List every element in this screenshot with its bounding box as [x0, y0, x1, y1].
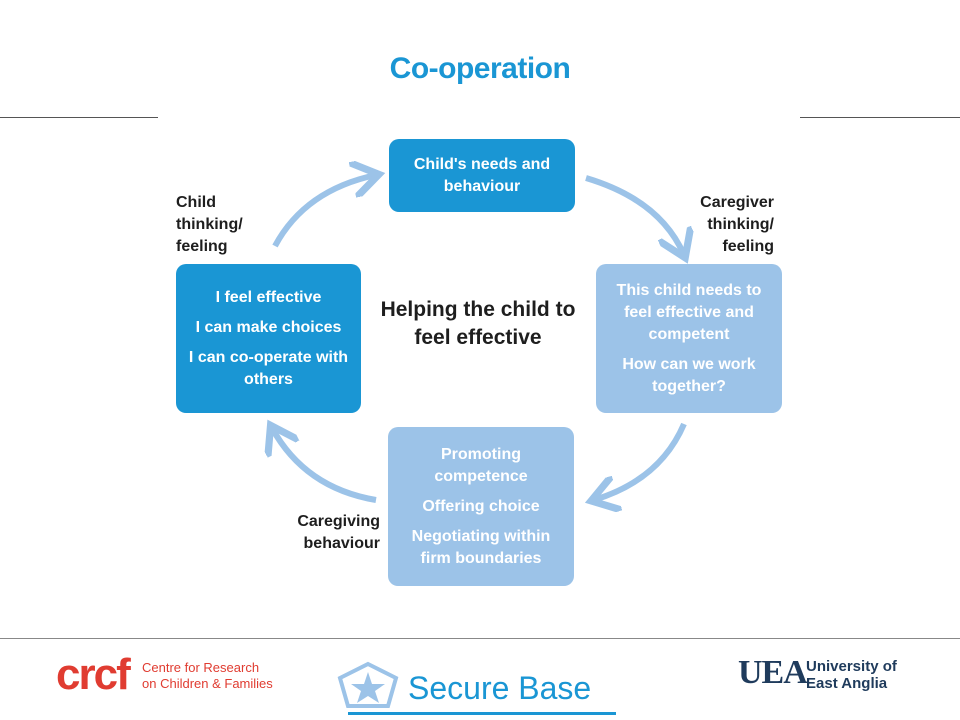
box-top-line-1: Child's needs and behaviour: [413, 155, 551, 195]
box-left-line-2: I can make choices: [195, 318, 342, 336]
arrow-bottom-to-left: [272, 428, 377, 503]
box-child-feelings: I feel effective I can make choices I ca…: [176, 264, 361, 413]
arrow-right-to-bottom: [594, 422, 687, 500]
label-caregiving-behaviour: Caregiving behaviour: [297, 513, 380, 552]
center-caption: Helping the child to feel effective: [380, 298, 576, 349]
secure-base-logo-text: Secure Base: [408, 670, 592, 706]
box-bottom-line-2: Offering choice: [422, 497, 540, 515]
box-caregiver-thinking: This child needs to feel effective and c…: [596, 264, 782, 413]
uea-logo: UEA: [738, 654, 808, 691]
secure-base-star-icon: [337, 661, 399, 708]
arrow-top-to-right: [585, 175, 684, 255]
box-childs-needs: Child's needs and behaviour: [389, 139, 575, 212]
crcf-logo: crcf: [56, 650, 131, 699]
header-rule-left: [0, 117, 158, 118]
box-left-line-1: I feel effective: [215, 288, 322, 306]
box-right-line-2: How can we work together?: [622, 355, 756, 395]
label-caregiver-thinking: Caregiver thinking/ feeling: [700, 194, 774, 255]
secure-base-underline: [348, 712, 616, 715]
arrow-left-to-top: [272, 175, 376, 248]
crcf-logo-text: Centre for Research on Children & Famili…: [142, 660, 273, 691]
uea-logo-text: University of East Anglia: [806, 658, 897, 692]
footer-rule: [0, 638, 960, 639]
box-bottom-line-3: Negotiating within firm boundaries: [411, 527, 551, 567]
header-rule-right: [800, 117, 960, 118]
box-caregiving-behaviour: Promoting competence Offering choice Neg…: [388, 427, 574, 586]
label-child-thinking: Child thinking/ feeling: [176, 194, 243, 255]
box-left-line-3: I can co-operate with others: [188, 348, 349, 388]
page-title: Co-operation: [389, 52, 571, 85]
box-bottom-line-1: Promoting competence: [434, 445, 528, 485]
box-right-line-1: This child needs to feel effective and c…: [616, 281, 762, 343]
